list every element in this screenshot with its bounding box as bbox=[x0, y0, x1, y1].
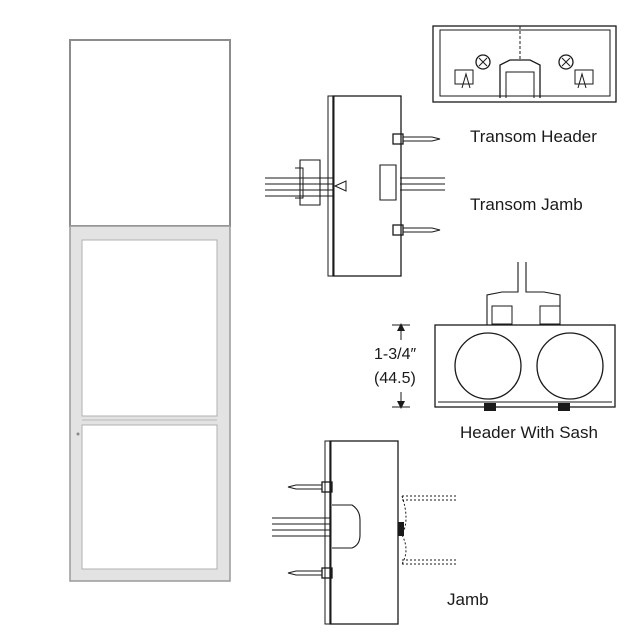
jamb-label: Jamb bbox=[447, 590, 489, 609]
dimension-metric: (44.5) bbox=[374, 370, 416, 387]
transom-header-detail bbox=[432, 25, 617, 103]
dimension-fraction: 1-3/4″ bbox=[374, 346, 417, 363]
door-handle bbox=[76, 432, 80, 436]
transom-jamb-detail bbox=[265, 95, 445, 277]
transom-jamb-label: Transom Jamb bbox=[470, 195, 583, 214]
transom-panel bbox=[69, 39, 231, 227]
header-with-sash-detail bbox=[434, 262, 616, 411]
door-elevation bbox=[69, 39, 231, 582]
transom-header-label: Transom Header bbox=[470, 127, 597, 146]
door-glass-upper bbox=[81, 239, 218, 417]
jamb-detail bbox=[272, 440, 457, 625]
header-with-sash-label: Header With Sash bbox=[460, 423, 598, 442]
door-glass-lower bbox=[81, 424, 218, 570]
dimension-marks bbox=[392, 323, 410, 409]
